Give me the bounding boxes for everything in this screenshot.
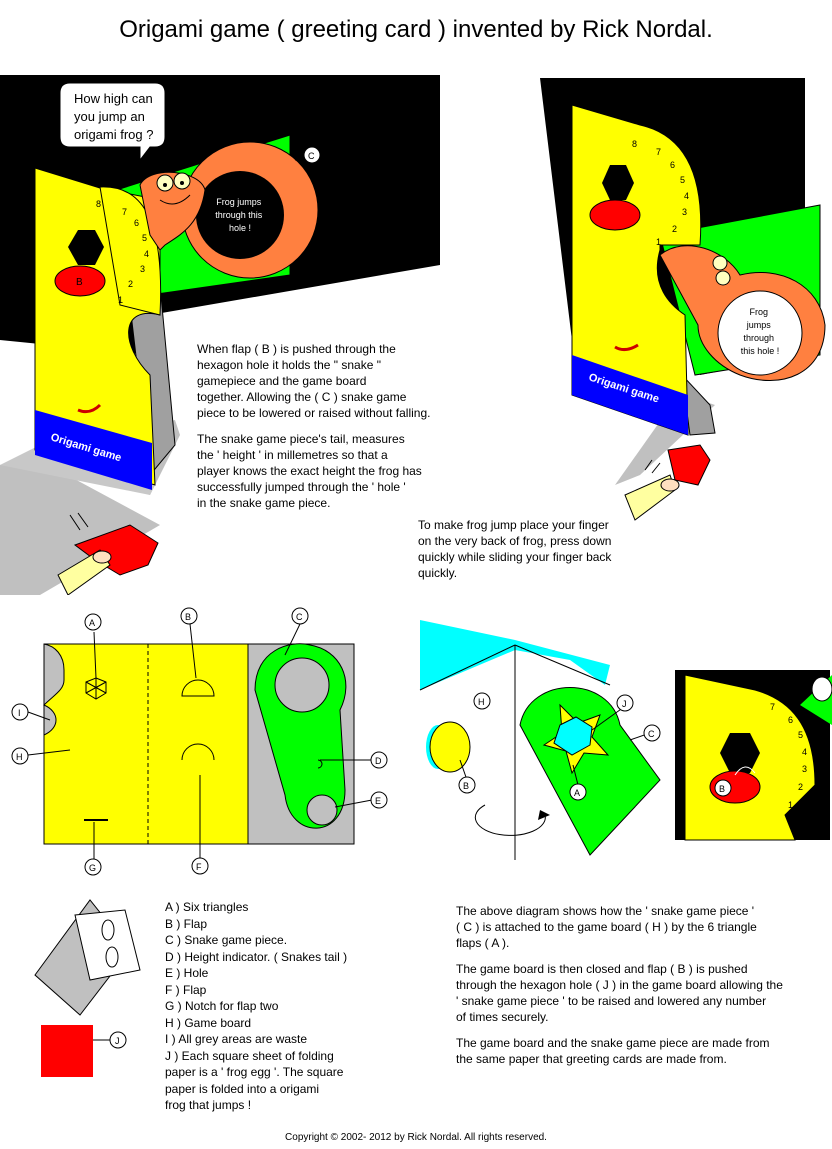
svg-text:G: G: [89, 863, 96, 873]
page-title: Origami game ( greeting card ) invented …: [119, 16, 713, 43]
svg-text:E: E: [375, 796, 381, 806]
copyright: Copyright © 2002- 2012 by Rick Nordal. A…: [285, 1132, 547, 1143]
svg-text:B: B: [719, 784, 725, 794]
svg-text:1: 1: [656, 237, 661, 247]
svg-text:H: H: [16, 752, 23, 762]
svg-text:6: 6: [670, 160, 675, 170]
svg-text:J: J: [622, 699, 627, 709]
svg-text:6: 6: [134, 218, 139, 228]
svg-text:5: 5: [798, 730, 803, 740]
parts-legend: A ) Six triangles B ) Flap C ) Snake gam…: [165, 900, 348, 1112]
snake-hole: [196, 171, 284, 259]
height-scale: 1 2 3 4 5 6 7 8: [96, 199, 149, 305]
svg-text:B: B: [76, 277, 83, 288]
hole-text: Frog jumps through this hole !: [215, 197, 265, 233]
svg-text:6: 6: [788, 715, 793, 725]
svg-text:5: 5: [142, 233, 147, 243]
instruction-jump: To make frog jump place your finger on t…: [418, 518, 612, 580]
svg-text:H: H: [478, 697, 485, 707]
assembly-diagram: 1 2 3 4 5 6 7 B H B J C A: [419, 620, 832, 860]
svg-text:5: 5: [680, 175, 685, 185]
svg-text:How high can you jump an: How high can you jump an origami frog ?: [74, 91, 156, 142]
svg-text:7: 7: [770, 702, 775, 712]
board-label-strip: [35, 410, 152, 490]
instruction-flap: When flap ( B ) is pushed through the he…: [197, 342, 431, 510]
svg-text:J: J: [115, 1036, 120, 1046]
assembly-notes: The above diagram shows how the ' snake …: [456, 904, 783, 1066]
svg-text:4: 4: [144, 249, 149, 259]
frog-egg-illustration: J: [34, 899, 141, 1077]
card-illustration-open: Origami game 1 2 3 4 5 6 7 8 B Frog jump…: [0, 75, 440, 595]
svg-text:I: I: [18, 708, 21, 718]
hexagon-hole: [68, 230, 104, 265]
game-board-template: [43, 643, 249, 845]
svg-text:1: 1: [118, 295, 123, 305]
svg-text:4: 4: [802, 747, 807, 757]
folded-board-edge: [420, 620, 610, 690]
svg-text:8: 8: [96, 199, 101, 209]
svg-text:C: C: [308, 151, 315, 161]
svg-text:D: D: [375, 756, 382, 766]
svg-text:C: C: [296, 612, 303, 622]
snake-piece-diagram: [519, 687, 661, 856]
svg-text:7: 7: [656, 147, 661, 157]
cut-template: A B C D E F G H I: [11, 607, 388, 876]
svg-text:2: 2: [128, 279, 133, 289]
frog-egg-square: [41, 1025, 93, 1077]
svg-text:3: 3: [682, 207, 687, 217]
svg-text:3: 3: [802, 764, 807, 774]
svg-text:B: B: [185, 612, 191, 622]
svg-text:A: A: [574, 788, 580, 798]
svg-text:F: F: [196, 862, 202, 872]
svg-text:Frog jumps through: Frog jumps through this hole !: [741, 307, 780, 356]
svg-text:2: 2: [672, 224, 677, 234]
svg-text:8: 8: [632, 139, 637, 149]
card-illustration-closed: Origami game 1 2 3 4 5 6 7 8 Frog jumps …: [520, 78, 826, 521]
svg-text:C: C: [648, 729, 655, 739]
speech-bubble: [59, 82, 166, 162]
svg-text:2: 2: [798, 782, 803, 792]
svg-text:3: 3: [140, 264, 145, 274]
svg-text:B: B: [463, 781, 469, 791]
svg-text:A: A: [89, 618, 95, 628]
svg-text:7: 7: [122, 207, 127, 217]
flap-b: [54, 265, 106, 297]
svg-text:4: 4: [684, 191, 689, 201]
svg-text:1: 1: [788, 800, 793, 810]
